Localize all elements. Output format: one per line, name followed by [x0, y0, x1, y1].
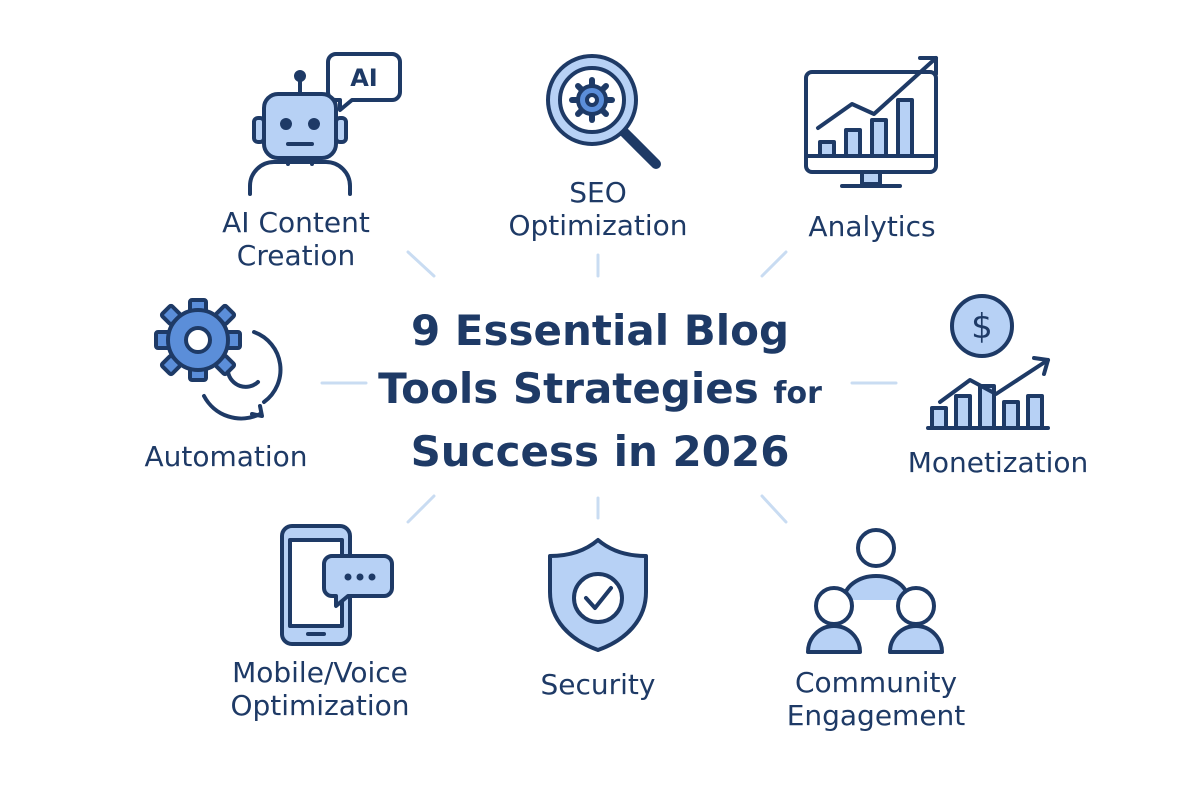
label-seo-line-2: Optimization — [508, 209, 688, 242]
ai-bubble-text: AI — [350, 64, 378, 92]
label-seo-line-1: SEO — [569, 176, 627, 209]
label-automation: Automation — [126, 440, 326, 473]
title-line-2: Tools Strategies — [378, 364, 759, 413]
magnifier-gear-icon — [538, 52, 668, 172]
label-seo-optimization: SEO Optimization — [498, 176, 698, 242]
dollar-growth-icon: $ — [926, 292, 1056, 432]
dollar-symbol: $ — [971, 307, 993, 347]
people-group-icon — [806, 526, 946, 656]
label-mobile-voice: Mobile/Voice Optimization — [220, 656, 420, 722]
connector-community — [760, 494, 788, 524]
title-line-1: 9 Essential Blog — [410, 306, 790, 355]
robot-icon: AI — [244, 48, 404, 198]
title-line-3: Success in 2026 — [410, 427, 790, 476]
shield-check-icon — [546, 536, 650, 654]
label-community-line-2: Engagement — [786, 699, 966, 732]
label-community-engagement: Community Engagement — [776, 666, 976, 732]
label-monetization-line-1: Monetization — [907, 446, 1089, 479]
phone-chat-icon — [278, 522, 398, 648]
connector-analytics — [760, 250, 788, 278]
label-ai-content-creation: AI Content Creation — [196, 206, 396, 272]
label-analytics: Analytics — [772, 210, 972, 243]
gear-cycle-icon — [152, 296, 292, 426]
label-mobile-line-2: Optimization — [230, 689, 410, 722]
main-title: 9 Essential Blog Tools Strategies for Su… — [330, 302, 870, 481]
label-analytics-line-1: Analytics — [808, 210, 936, 243]
monitor-chart-icon — [802, 52, 942, 192]
label-mobile-line-1: Mobile/Voice — [232, 656, 408, 689]
title-line-2-for: for — [773, 376, 822, 411]
label-automation-line-1: Automation — [144, 440, 308, 473]
label-security-line-1: Security — [540, 668, 656, 701]
label-monetization: Monetization — [898, 446, 1098, 479]
connector-ai — [406, 250, 436, 278]
connector-mobile — [406, 494, 436, 524]
label-ai-line-1: AI Content — [222, 206, 370, 239]
label-ai-line-2: Creation — [236, 239, 356, 272]
label-security: Security — [498, 668, 698, 701]
label-community-line-1: Community — [794, 666, 958, 699]
